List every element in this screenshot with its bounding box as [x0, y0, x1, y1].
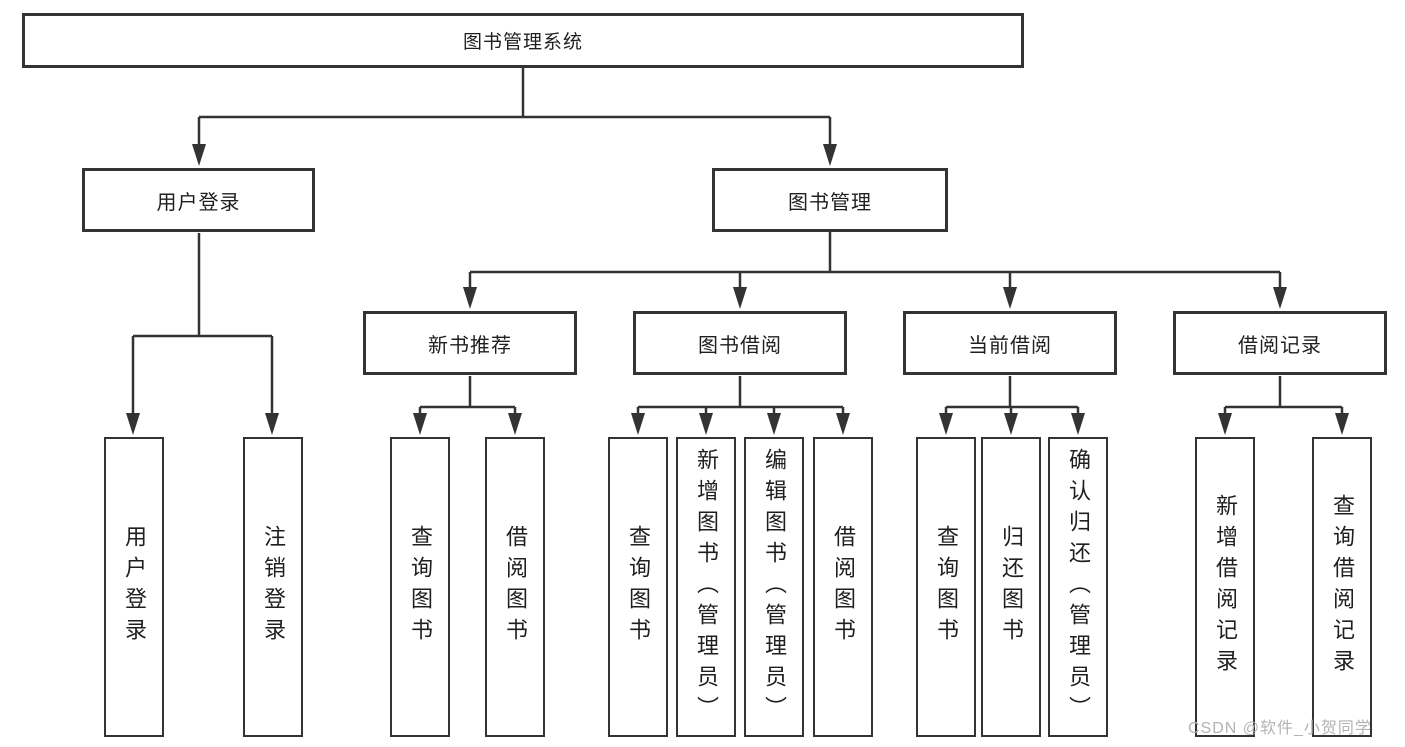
leaf-records-query-record-label: 查询借阅记录 — [1330, 494, 1355, 680]
node-book-borrowing-label: 图书借阅 — [698, 334, 782, 357]
leaf-recommend-borrow-book-label: 借阅图书 — [503, 525, 528, 649]
arrowheads-level3 — [463, 287, 1287, 309]
leaf-current-query-book-label: 查询图书 — [934, 525, 959, 649]
node-new-book-recommend-label: 新书推荐 — [428, 334, 512, 357]
leaf-borrowing-query-book: 查询图书 — [608, 437, 668, 737]
connector-bookmgmt-to-level3 — [468, 232, 1282, 289]
arrowheads-borrow-leaves — [631, 413, 850, 435]
node-user-login: 用户登录 — [82, 168, 315, 232]
leaf-records-query-record: 查询借阅记录 — [1312, 437, 1372, 737]
leaf-borrowing-query-book-label: 查询图书 — [626, 525, 651, 649]
node-book-management-label: 图书管理 — [788, 191, 872, 214]
leaf-borrowing-borrow-book: 借阅图书 — [813, 437, 873, 737]
node-borrowing-records: 借阅记录 — [1173, 311, 1387, 375]
csdn-watermark: CSDN @软件_小贺同学 — [1188, 720, 1372, 737]
node-library-management-system-label: 图书管理系统 — [462, 32, 583, 53]
node-new-book-recommend: 新书推荐 — [363, 311, 577, 375]
leaf-logout-label: 注销登录 — [261, 525, 286, 649]
arrowheads-userlogin-leaves — [126, 413, 279, 435]
leaf-current-return-book-label: 归还图书 — [999, 525, 1024, 649]
leaf-records-add-record-label: 新增借阅记录 — [1213, 494, 1238, 680]
node-library-management-system: 图书管理系统 — [22, 13, 1024, 68]
leaf-borrowing-edit-book-admin-label: 编辑图书（管理员） — [762, 447, 787, 727]
node-book-management: 图书管理 — [712, 168, 948, 232]
leaf-recommend-borrow-book: 借阅图书 — [485, 437, 545, 737]
arrowheads-level2 — [192, 144, 837, 166]
connector-userlogin-to-leaves — [131, 233, 274, 415]
connector-root-to-level2 — [197, 68, 832, 146]
connector-recommend-to-leaves — [418, 376, 517, 415]
leaf-current-query-book: 查询图书 — [916, 437, 976, 737]
leaf-recommend-query-book-label: 查询图书 — [408, 525, 433, 649]
leaf-records-add-record: 新增借阅记录 — [1195, 437, 1255, 737]
leaf-recommend-query-book: 查询图书 — [390, 437, 450, 737]
node-current-borrowing-label: 当前借阅 — [968, 334, 1052, 357]
node-borrowing-records-label: 借阅记录 — [1238, 334, 1322, 357]
leaf-current-confirm-return-admin-label: 确认归还（管理员） — [1066, 447, 1091, 727]
arrowheads-records-leaves — [1218, 413, 1349, 435]
leaf-current-confirm-return-admin: 确认归还（管理员） — [1048, 437, 1108, 737]
leaf-user-login: 用户登录 — [104, 437, 164, 737]
node-current-borrowing: 当前借阅 — [903, 311, 1117, 375]
node-book-borrowing: 图书借阅 — [633, 311, 847, 375]
node-user-login-label: 用户登录 — [156, 191, 241, 214]
connector-borrow-to-leaves — [636, 376, 845, 415]
arrowheads-recommend-leaves — [413, 413, 522, 435]
leaf-user-login-label: 用户登录 — [122, 525, 147, 649]
leaf-borrowing-add-book-admin: 新增图书（管理员） — [676, 437, 736, 737]
leaf-borrowing-borrow-book-label: 借阅图书 — [831, 525, 856, 649]
connector-records-to-leaves — [1223, 376, 1344, 415]
connector-current-to-leaves — [944, 376, 1080, 415]
arrowheads-current-leaves — [939, 413, 1085, 435]
leaf-borrowing-edit-book-admin: 编辑图书（管理员） — [744, 437, 804, 737]
leaf-borrowing-add-book-admin-label: 新增图书（管理员） — [694, 447, 719, 727]
leaf-current-return-book: 归还图书 — [981, 437, 1041, 737]
leaf-logout: 注销登录 — [243, 437, 303, 737]
